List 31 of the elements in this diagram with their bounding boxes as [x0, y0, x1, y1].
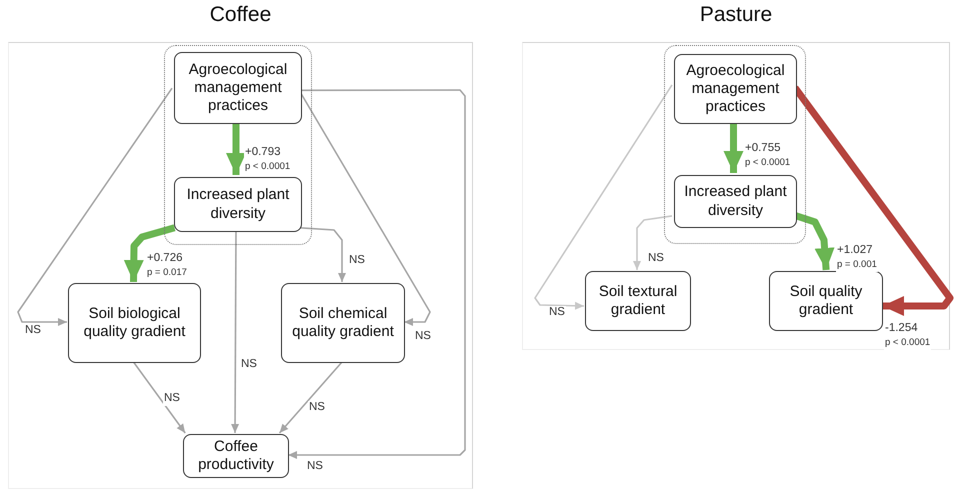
variable-box: Soil quality gradient	[769, 271, 883, 331]
arrow	[300, 227, 346, 282]
variable-box: Agroecological management practices	[674, 54, 797, 124]
arrow	[724, 122, 744, 173]
arrow	[633, 215, 672, 270]
panel-title: Pasture	[700, 3, 772, 26]
edge-label: -1.254 p < 0.0001	[884, 322, 932, 350]
edge-label: +0.793 p < 0.0001	[244, 146, 292, 174]
edge-label: +1.027 p = 0.001	[836, 244, 878, 272]
arrow	[132, 362, 186, 434]
arrow	[17, 88, 173, 326]
edge-label: +0.755 p < 0.0001	[744, 142, 792, 170]
arrow	[231, 230, 240, 433]
arrow	[124, 224, 176, 282]
variable-box: Soil textural gradient	[585, 271, 691, 331]
dotted-group	[164, 45, 312, 245]
arrow	[288, 89, 466, 459]
edge-label: NS	[163, 392, 181, 406]
variable-box: Increased plant diversity	[174, 177, 302, 232]
edge-label: +0.726 p = 0.017	[146, 252, 188, 280]
arrow	[299, 91, 431, 326]
variable-box: Agroecological management practices	[174, 52, 302, 124]
variable-box: Increased plant diversity	[674, 175, 797, 228]
panel-title: Coffee	[210, 3, 272, 26]
variable-box: Soil biological quality gradient	[68, 283, 201, 363]
variable-box: Coffee productivity	[183, 434, 289, 478]
arrow	[226, 122, 246, 175]
arrow	[534, 84, 673, 310]
variable-box: Soil chemical quality gradient	[281, 283, 405, 363]
arrow	[278, 361, 343, 434]
dotted-group	[664, 45, 806, 244]
